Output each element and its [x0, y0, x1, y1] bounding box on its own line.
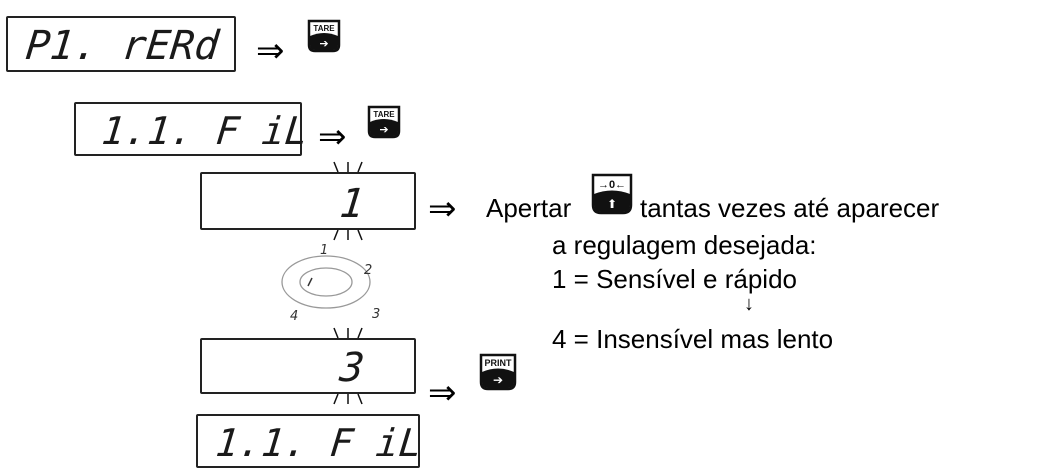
blink-marks-top-3 [333, 327, 363, 339]
arrow-1: ⇒ [256, 31, 285, 71]
arrow-2: ⇒ [318, 117, 347, 157]
enter-glyph: ➔ [493, 373, 503, 387]
cycle-label-2: 2 [364, 263, 372, 278]
blink-marks-top-1 [333, 161, 363, 173]
cycle-pointer [307, 277, 313, 287]
display-fil-final-text: 1.1. F iL [213, 421, 425, 465]
display-p1-read: P1. rERd [6, 16, 236, 72]
enter-glyph: ➔ [319, 37, 328, 50]
blink-marks-bottom-3 [333, 393, 363, 405]
blink-marks-bottom-1 [333, 229, 363, 241]
cycle-label-1: 1 [320, 243, 328, 258]
display-filter-value-blink: 1 [200, 172, 416, 230]
instruction-apertar: Apertar [486, 193, 572, 223]
zero-key-label: →0← [598, 179, 626, 191]
display-fil: 1.1. F iL [74, 102, 310, 156]
instruction-line4: 4 = Insensível mas lento [552, 324, 834, 354]
display-fil-text: 1.1. F iL [99, 109, 311, 153]
tare-key-1[interactable]: TARE ➔ [306, 18, 342, 54]
cycle-label-4: 4 [290, 309, 298, 322]
instruction-line3: 1 = Sensível e rápido [552, 264, 797, 294]
enter-glyph: ➔ [379, 123, 388, 136]
print-key-label: PRINT [485, 358, 513, 368]
tare-key-icon: TARE ➔ [367, 105, 401, 139]
tare-key-label: TARE [313, 24, 335, 33]
instruction-down-arrow: ↓ [744, 293, 754, 315]
display-filter-value-3: 3 [200, 338, 416, 394]
zero-key[interactable]: →0← ⬆ [590, 172, 634, 216]
arrow-4: ⇒ [428, 373, 457, 413]
cycle-diagram: 1 2 3 4 [281, 243, 380, 322]
tare-key-icon: TARE ➔ [307, 19, 341, 53]
tare-key-label: TARE [373, 110, 395, 119]
display-filter-value-3-text: 3 [337, 345, 367, 391]
print-key[interactable]: PRINT ➔ [478, 352, 518, 392]
cycle-label-3: 3 [372, 307, 380, 322]
arrow-3: ⇒ [428, 189, 457, 229]
zero-key-icon: →0← ⬆ [591, 173, 633, 215]
instruction-line1: tantas vezes até aparecer [640, 193, 940, 223]
display-filter-value-text: 1 [337, 181, 367, 227]
print-key-icon: PRINT ➔ [479, 353, 517, 391]
up-glyph: ⬆ [607, 197, 617, 211]
display-fil-final: 1.1. F iL [196, 414, 424, 468]
tare-key-2[interactable]: TARE ➔ [366, 104, 402, 140]
display-p1-read-text: P1. rERd [23, 23, 222, 69]
instruction-line2: a regulagem desejada: [552, 230, 817, 260]
